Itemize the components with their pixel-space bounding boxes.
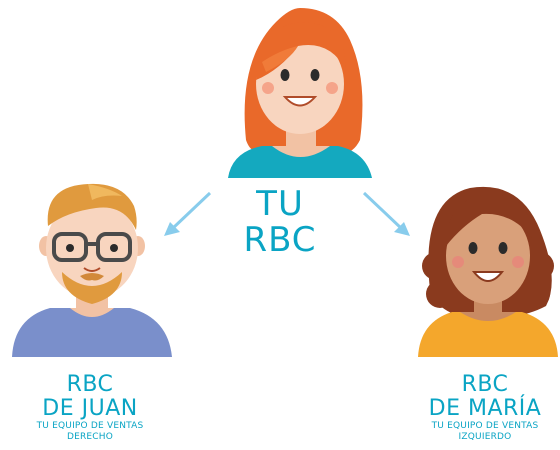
maria-label-line1: RBC — [461, 372, 509, 397]
juan-label-line2: DE JUAN — [42, 396, 138, 421]
arrow-to-maria — [362, 191, 410, 236]
juan-label-line1: RBC — [66, 372, 114, 397]
maria-label-line2: DE MARÍA — [428, 396, 542, 421]
tu-label-line2: RBC — [243, 220, 317, 260]
maria-avatar — [418, 186, 558, 357]
tu-rbc-label: TU RBC — [215, 187, 345, 259]
juan-avatar — [12, 183, 172, 357]
top-person-avatar — [228, 8, 372, 178]
juan-label: RBC DE JUAN TU EQUIPO DE VENTAS DERECHO — [10, 374, 170, 442]
arrow-to-juan — [164, 191, 212, 236]
maria-sub-line1: TU EQUIPO DE VENTAS — [431, 421, 539, 431]
maria-sub-line2: IZQUIERDO — [458, 432, 512, 442]
juan-sub-line2: DERECHO — [66, 432, 114, 442]
maria-label: RBC DE MARÍA TU EQUIPO DE VENTAS IZQUIER… — [400, 374, 560, 442]
tu-label-line1: TU — [256, 184, 304, 224]
juan-sub-line1: TU EQUIPO DE VENTAS — [36, 421, 144, 431]
